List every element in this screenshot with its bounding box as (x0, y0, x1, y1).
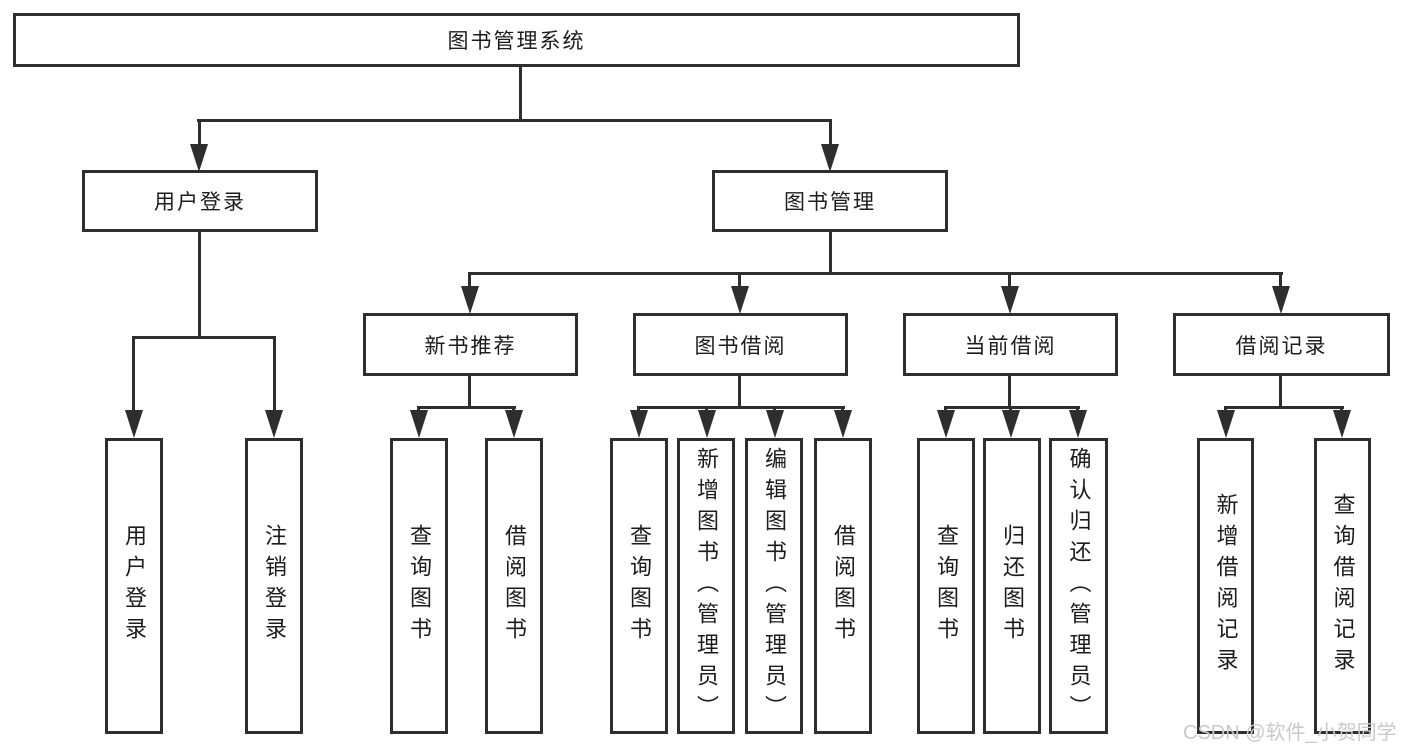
arrow-down-icon (1333, 410, 1351, 438)
connector-line (738, 376, 741, 408)
arrow-down-icon (1069, 410, 1087, 438)
node-leaf-confirm-return-admin: 确认归还（管理员） (1049, 438, 1108, 734)
arrow-down-icon (461, 286, 479, 314)
arrow-down-icon (630, 410, 648, 438)
connector-line (944, 406, 1080, 409)
node-label: 新增图书（管理员） (694, 446, 719, 726)
connector-line (1008, 376, 1011, 408)
connector-line (132, 336, 276, 339)
node-current-borrowing: 当前借阅 (903, 313, 1118, 376)
node-book-borrowing: 图书借阅 (633, 313, 848, 376)
node-label: 查询图书 (627, 524, 652, 648)
connector-line (637, 406, 845, 409)
node-label: 借阅记录 (1235, 334, 1328, 358)
arrow-down-icon (125, 410, 143, 438)
node-label: 图书管理 (784, 191, 876, 214)
connector-line (519, 67, 522, 122)
node-borrowing-records: 借阅记录 (1173, 313, 1390, 376)
node-label: 编辑图书（管理员） (762, 446, 787, 726)
arrow-down-icon (190, 144, 208, 172)
arrow-down-icon (698, 410, 716, 438)
connector-line (1279, 272, 1282, 290)
arrow-down-icon (1272, 286, 1290, 314)
arrow-down-icon (505, 410, 523, 438)
node-root-library-system: 图书管理系统 (13, 13, 1020, 67)
node-leaf-search-books-current: 查询图书 (917, 438, 975, 734)
arrow-down-icon (821, 144, 839, 172)
arrow-down-icon (834, 410, 852, 438)
node-leaf-search-books-borrow: 查询图书 (610, 438, 668, 734)
node-label: 确认归还（管理员） (1066, 446, 1092, 726)
connector-line (738, 272, 741, 290)
connector-line (198, 119, 201, 150)
node-label: 查询图书 (934, 524, 959, 648)
node-leaf-logout: 注销登录 (245, 438, 303, 734)
node-leaf-add-borrow-record: 新增借阅记录 (1197, 438, 1254, 734)
node-label: 借阅图书 (831, 524, 856, 648)
connector-line (1279, 376, 1282, 408)
connector-line (468, 272, 471, 290)
arrow-down-icon (265, 410, 283, 438)
arrow-down-icon (1001, 286, 1019, 314)
node-new-book-recommendation: 新书推荐 (363, 313, 578, 376)
arrow-down-icon (410, 410, 428, 438)
arrow-down-icon (766, 410, 784, 438)
connector-line (829, 232, 832, 275)
connector-line (197, 119, 832, 122)
connector-line (1224, 406, 1344, 409)
node-leaf-user-login: 用户登录 (105, 438, 163, 734)
connector-line (273, 336, 276, 414)
node-leaf-borrow-books: 借阅图书 (814, 438, 872, 734)
arrow-down-icon (731, 286, 749, 314)
node-leaf-search-books-recommend: 查询图书 (390, 438, 448, 734)
watermark: CSDN @软件_小贺同学 (1183, 722, 1397, 744)
node-label: 图书管理系统 (447, 30, 586, 53)
node-book-management: 图书管理 (712, 170, 948, 232)
node-leaf-add-books-admin: 新增图书（管理员） (677, 438, 735, 734)
node-label: 新增借阅记录 (1213, 493, 1239, 679)
connector-line (468, 272, 1283, 275)
connector-line (829, 119, 832, 150)
node-label: 新书推荐 (424, 334, 517, 358)
node-user-login: 用户登录 (82, 170, 318, 232)
node-leaf-borrow-books-recommend: 借阅图书 (485, 438, 543, 734)
node-label: 查询借阅记录 (1330, 493, 1356, 679)
node-label: 归还图书 (1000, 524, 1025, 648)
connector-line (132, 336, 135, 414)
connector-line (417, 406, 516, 409)
node-leaf-search-borrow-record: 查询借阅记录 (1314, 438, 1371, 734)
node-leaf-edit-books-admin: 编辑图书（管理员） (745, 438, 803, 734)
arrow-down-icon (1217, 410, 1235, 438)
connector-line (468, 376, 471, 408)
node-label: 用户登录 (122, 524, 147, 648)
node-label: 借阅图书 (502, 524, 527, 648)
node-label: 查询图书 (407, 524, 432, 648)
arrow-down-icon (937, 410, 955, 438)
arrow-down-icon (1002, 410, 1020, 438)
node-label: 用户登录 (154, 191, 246, 214)
node-label: 图书借阅 (694, 334, 787, 358)
node-label: 当前借阅 (964, 334, 1057, 358)
node-leaf-return-books: 归还图书 (983, 438, 1041, 734)
connector-line (198, 232, 201, 339)
connector-line (1008, 272, 1011, 290)
node-label: 注销登录 (262, 524, 287, 648)
